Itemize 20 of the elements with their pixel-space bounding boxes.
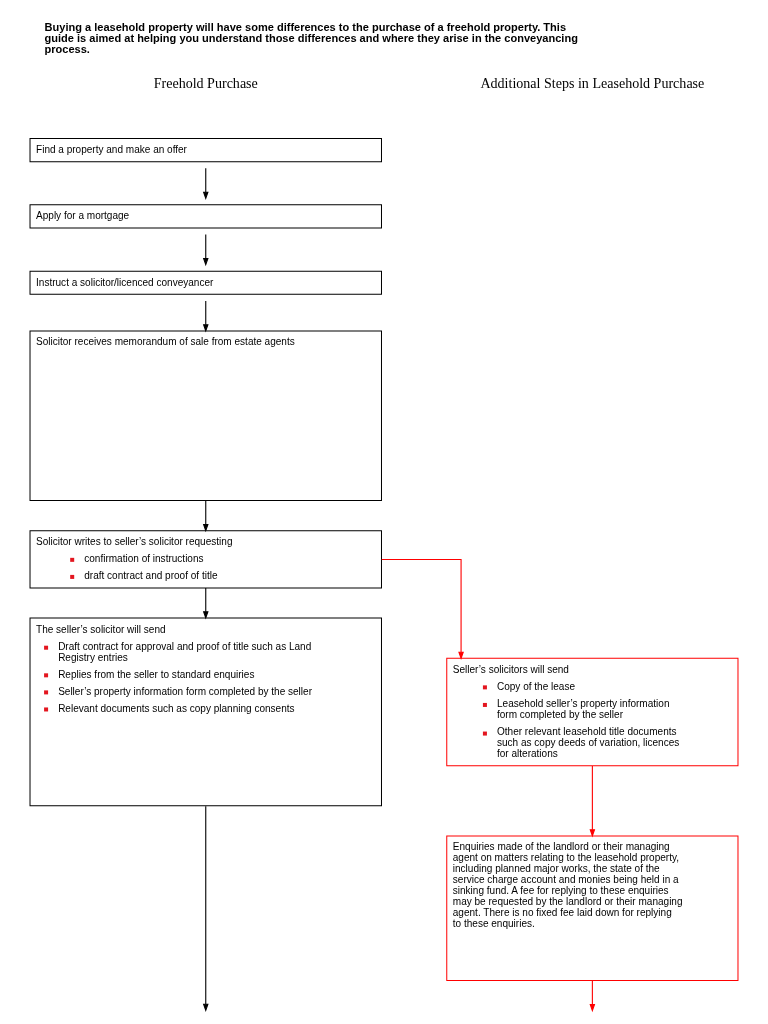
node-box: Solicitor writes to seller’s solicitor requesting confirmation of instructions draft contract and proof of title bbox=[29, 530, 382, 589]
label: Additional Steps in Leasehold Purchase bbox=[480, 74, 705, 91]
arrow bbox=[589, 980, 596, 1013]
arrow bbox=[202, 167, 209, 200]
arrow bbox=[589, 765, 596, 838]
arrow bbox=[381, 559, 464, 660]
arrow bbox=[202, 500, 209, 533]
node-box: Seller’s solicitors will send Copy of the lease Leasehold seller’s property information form completed by the seller Other relevant leasehold title documents such as copy deeds of variation, licences for alterations bbox=[446, 657, 739, 767]
node-box: Solicitor receives memorandum of sale from estate agents bbox=[29, 330, 382, 502]
arrow bbox=[202, 300, 209, 333]
arrow bbox=[202, 233, 209, 267]
node-box: Instruct a solicitor/licenced conveyancer bbox=[29, 270, 382, 295]
node-box: The seller’s solicitor will send Draft contract for approval and proof of title such as Land Registry entries Replies from the seller to standard enquiries Seller’s property information form completed by the seller Relevant documents such as copy planning consents bbox=[29, 617, 382, 807]
arrow bbox=[202, 587, 209, 620]
label: Freehold Purchase bbox=[153, 74, 258, 91]
diagram-title: Buying a leasehold property will have some differences to the purchase of a freehold property. This guide is aimed at helping you understand those differences and where they arise in the conveyancing process. bbox=[44, 20, 578, 56]
arrow bbox=[202, 805, 209, 1012]
node-box: Apply for a mortgage bbox=[29, 204, 382, 229]
node-box: Find a property and make an offer bbox=[29, 138, 382, 163]
node-box: Enquiries made of the landlord or their managing agent on matters relating to the leasehold property, including planned major works, the state of the service charge account and monies being held in a sinking fund. A fee for replying to these enquiries may be requested by the landlord or their managing agent. There is no fixed fee laid down for replying to these enquiries. bbox=[446, 835, 739, 982]
